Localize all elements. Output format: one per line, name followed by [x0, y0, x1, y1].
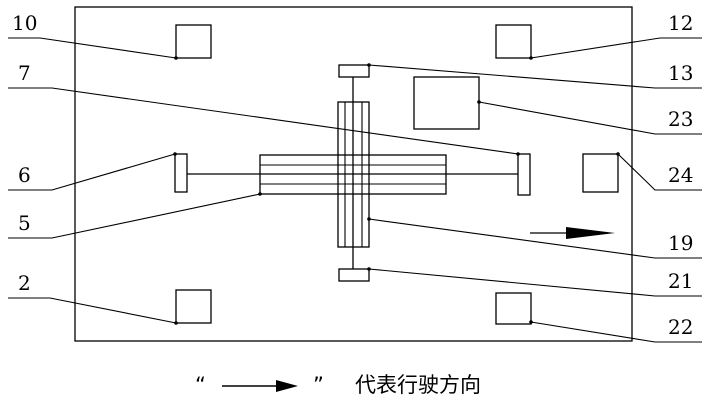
label-5: 5 [18, 211, 31, 235]
leader-dot-13 [367, 63, 371, 67]
leader-dot-7 [516, 152, 520, 156]
leader-dot-5 [258, 192, 262, 196]
leader-dot-24 [616, 152, 620, 156]
leader-dot-6 [173, 152, 177, 156]
label-10: 10 [12, 11, 37, 35]
component-24-box [583, 154, 618, 192]
leader-line-12 [531, 38, 702, 58]
leader-line-21 [369, 269, 702, 296]
label-2: 2 [18, 271, 31, 295]
label-23: 23 [668, 107, 693, 131]
label-12: 12 [668, 11, 693, 35]
leader-line-6 [8, 154, 175, 190]
leader-line-10 [8, 38, 176, 58]
leader-dot-22 [529, 320, 533, 324]
component-23-box [414, 77, 479, 129]
leader-dot-19 [367, 217, 371, 221]
component-7-pad [518, 154, 530, 195]
legend-text: 代表行驶方向 [355, 370, 481, 400]
leader-line-7 [8, 88, 518, 154]
component-10-box [176, 25, 211, 58]
label-19: 19 [668, 231, 693, 255]
leader-dot-12 [529, 56, 533, 60]
leader-line-2 [8, 298, 176, 323]
component-2-box [176, 290, 211, 323]
leader-line-5 [8, 194, 260, 238]
component-22-box [496, 293, 531, 324]
component-12-box [496, 25, 531, 58]
direction-arrow-head [566, 227, 615, 239]
leader-dot-10 [174, 56, 178, 60]
label-22: 22 [668, 315, 693, 339]
component-13-pad [339, 65, 369, 77]
legend-close-quote: ” [313, 370, 324, 400]
leader-dot-21 [367, 267, 371, 271]
label-13: 13 [668, 61, 693, 85]
label-21: 21 [668, 269, 693, 293]
legend-open-quote: “ [195, 370, 206, 400]
legend: “ ” 代表行驶方向 [195, 370, 555, 400]
leader-dot-23 [477, 100, 481, 104]
label-24: 24 [668, 163, 693, 187]
leader-line-19 [369, 219, 702, 258]
leader-dot-2 [174, 321, 178, 325]
label-7: 7 [18, 61, 31, 85]
component-6-pad [175, 154, 187, 192]
label-6: 6 [18, 163, 31, 187]
component-21-pad [339, 269, 369, 281]
